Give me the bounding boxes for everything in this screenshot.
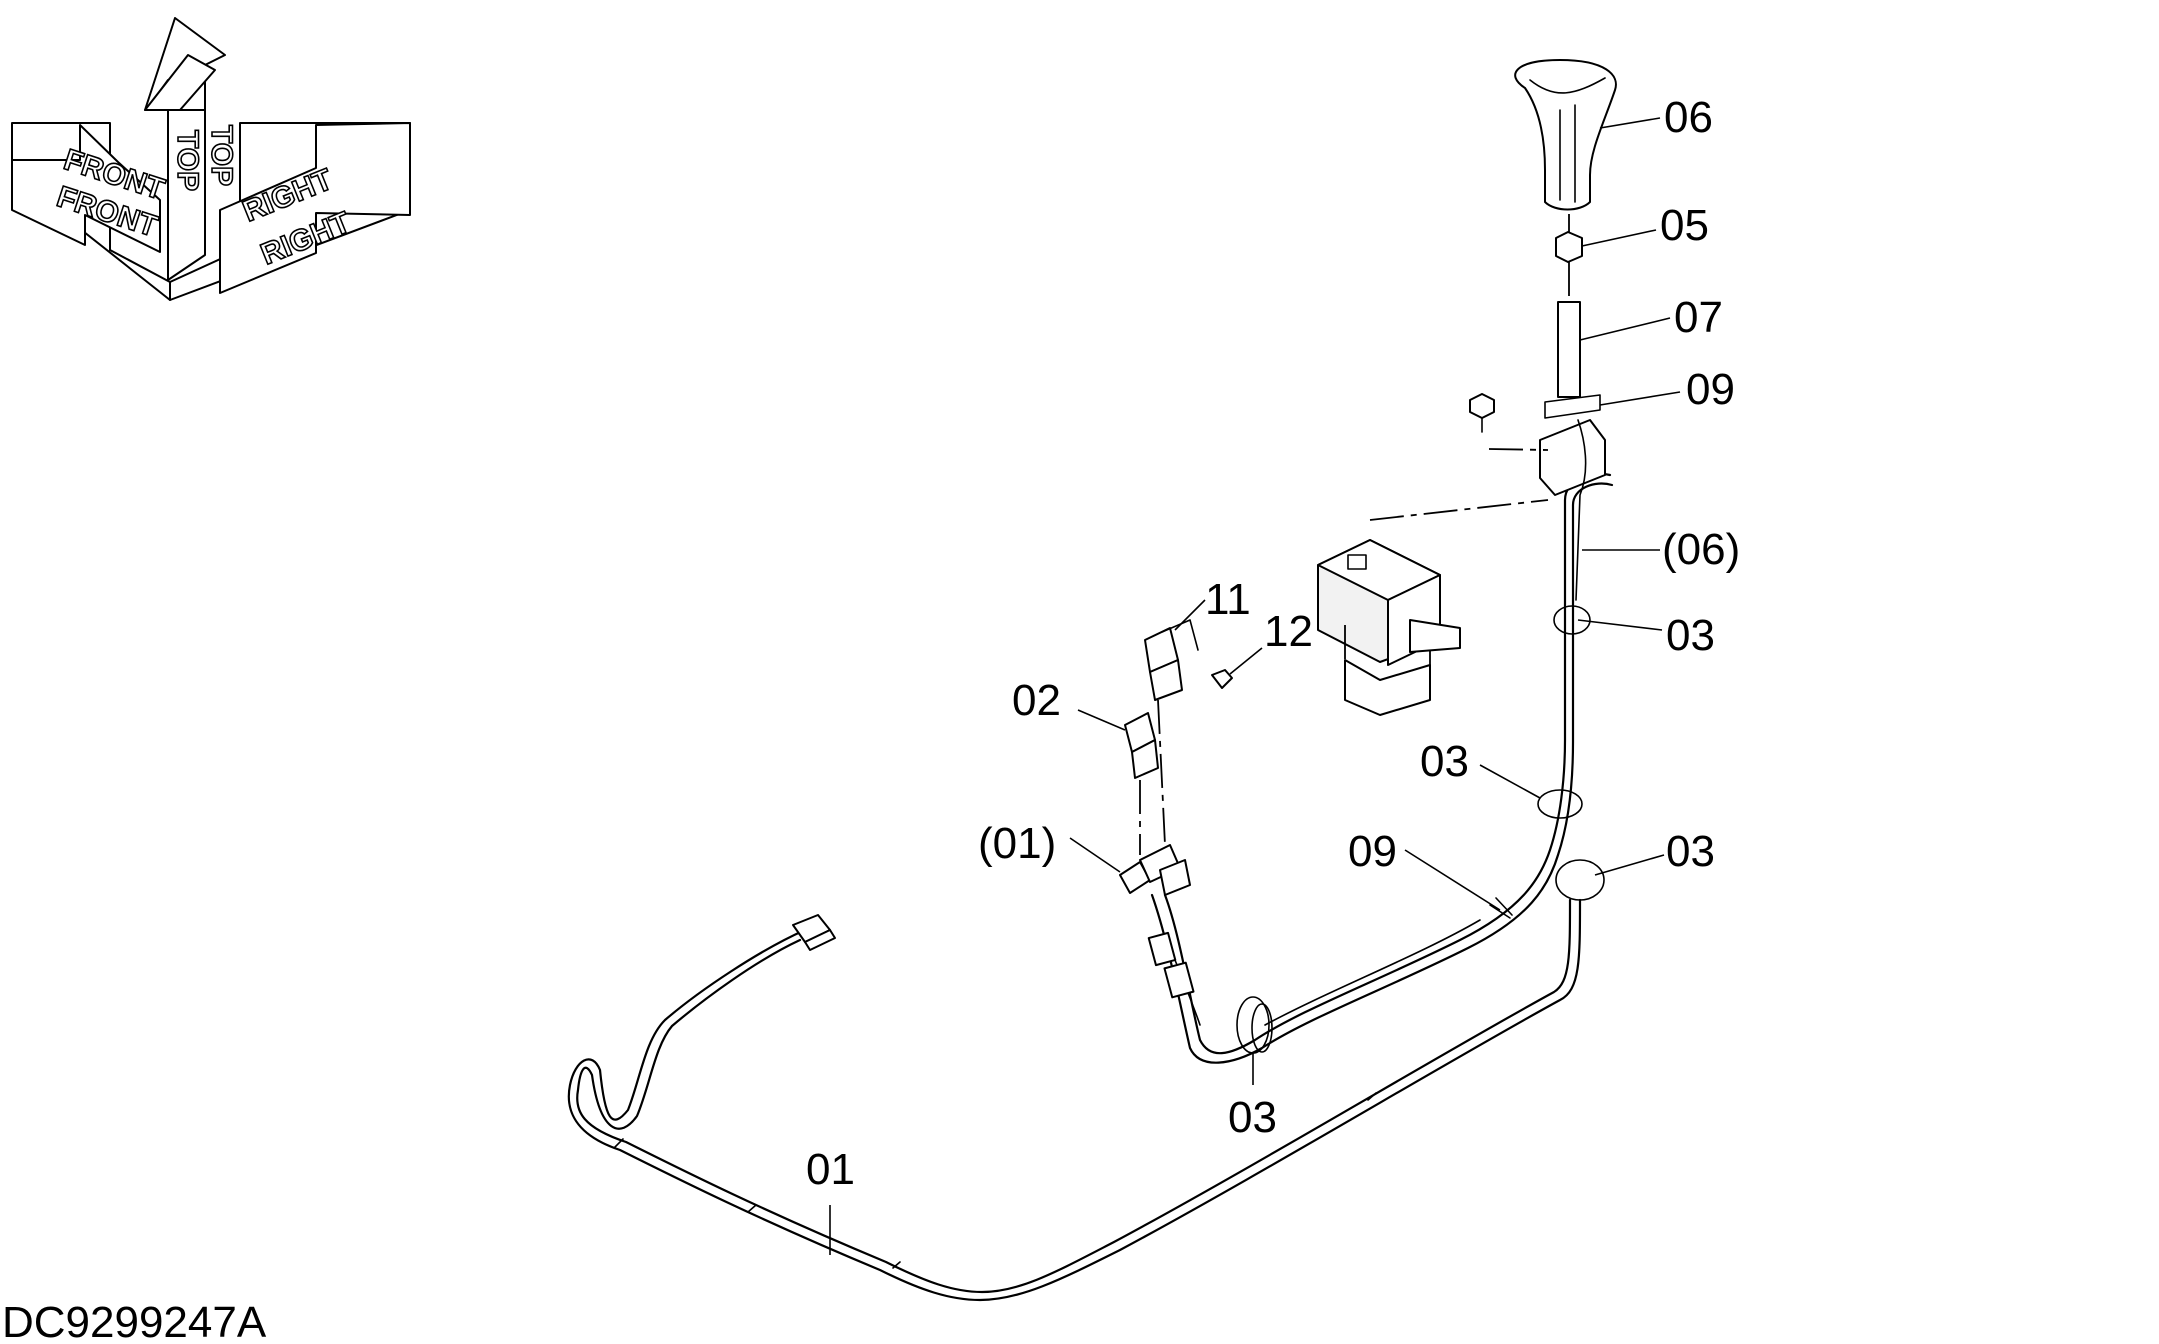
main-harness (567, 898, 1582, 1302)
callout-05-nut: 05 (1660, 201, 1709, 250)
drawing-id: DC9299247A (2, 1298, 267, 1344)
callout-09-tie: 09 (1348, 827, 1397, 876)
top-label: TOP (205, 125, 238, 186)
callout-09-bracket: 09 (1686, 365, 1735, 414)
callout-01-harness: 01 (806, 1145, 855, 1194)
shift-knob (1514, 59, 1617, 211)
controller-unit (1317, 539, 1461, 716)
callout-02: 02 (1012, 676, 1061, 725)
lever-rod (1557, 301, 1581, 398)
nut (1555, 231, 1583, 263)
callout-06-wire: (06) (1662, 525, 1740, 574)
shift-lever-assembly (1369, 59, 1617, 601)
relays (1124, 619, 1233, 855)
callout-03-clamp-lower: 03 (1228, 1093, 1277, 1142)
callout-03-clamp-mid: 03 (1420, 737, 1469, 786)
callout-12: 12 (1264, 607, 1313, 656)
callout-03-clamp-right: 03 (1666, 827, 1715, 876)
callout-07-rod: 07 (1674, 293, 1723, 342)
callouts: 06 05 07 09 (06) 03 11 12 02 03 (01) 09 … (806, 93, 1740, 1255)
callout-03-clamp-upper: 03 (1666, 611, 1715, 660)
callout-06-knob: 06 (1664, 93, 1713, 142)
callout-11: 11 (1205, 575, 1251, 624)
top-label-back: TOP (171, 130, 204, 191)
callout-01-connector: (01) (978, 819, 1056, 868)
bracket (1539, 419, 1606, 496)
orientation-indicator: FRONT FRONT TOP TOP RIGHT RIGHT (11, 17, 411, 301)
branch-harness (1119, 472, 1614, 1064)
